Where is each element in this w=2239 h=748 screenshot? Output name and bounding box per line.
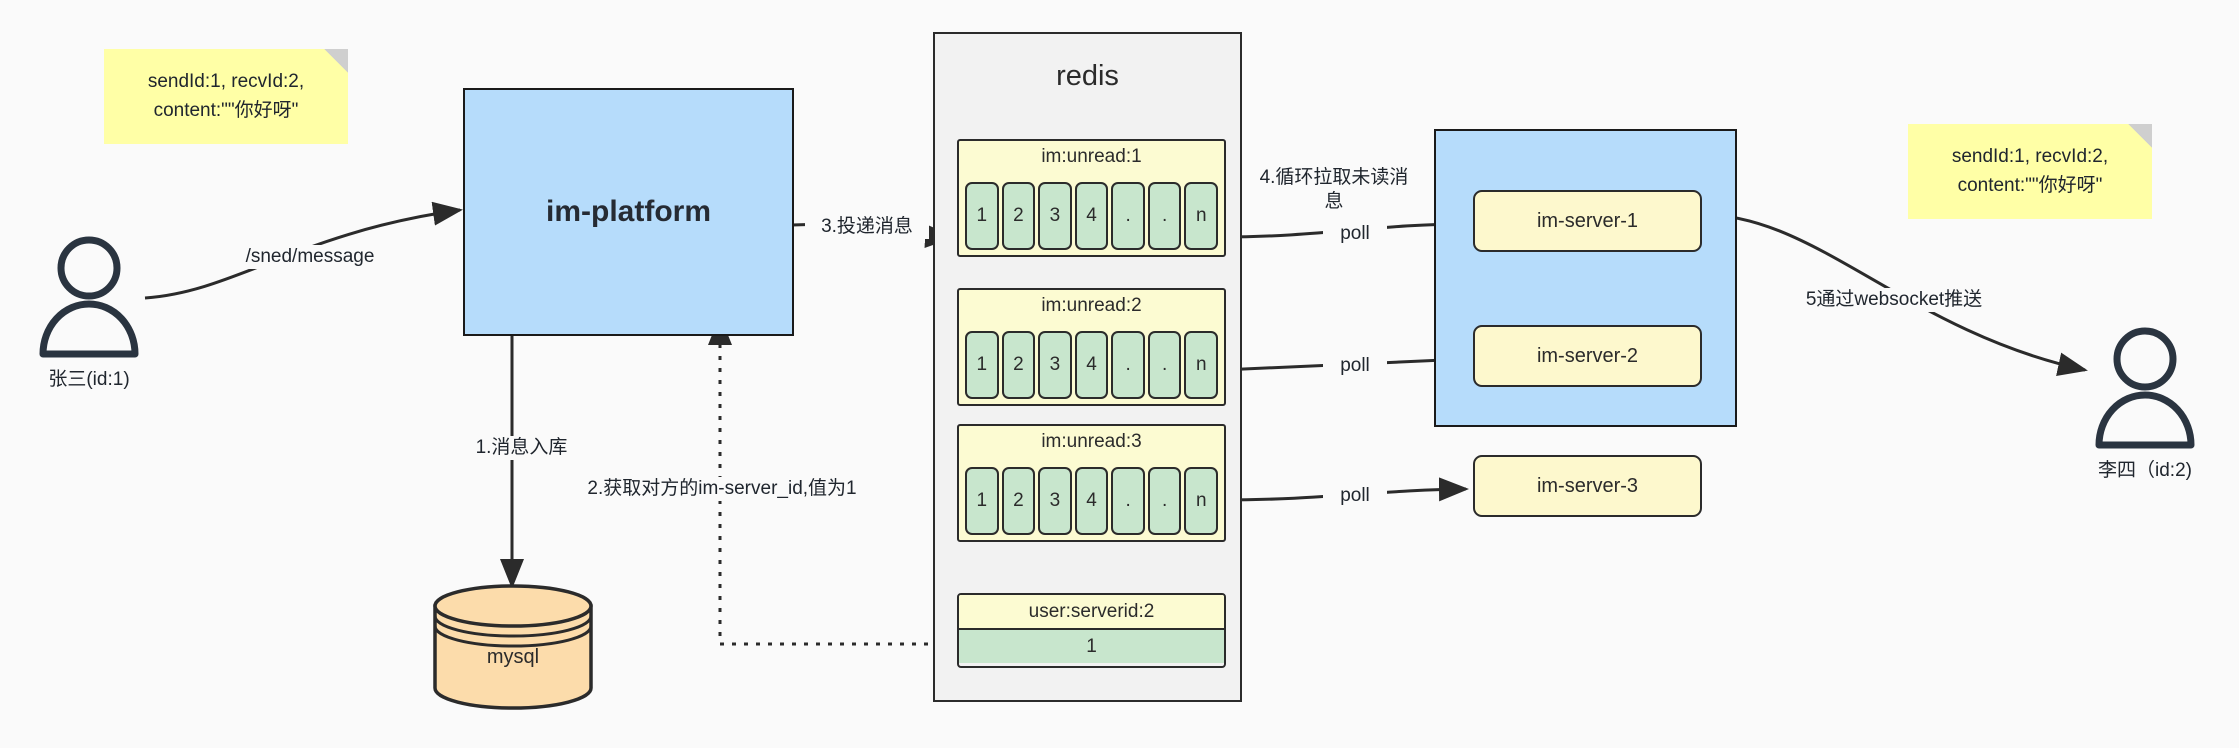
list-cell[interactable]: . bbox=[1147, 467, 1182, 535]
edge-label-step5: 5通过websocket推送 bbox=[1782, 288, 2006, 312]
list-cell[interactable]: 3 bbox=[1038, 331, 1072, 399]
list-cell[interactable]: 2 bbox=[1001, 467, 1036, 535]
im-server-3-label: im-server-3 bbox=[1536, 474, 1639, 497]
list-cell[interactable]: 4 bbox=[1074, 331, 1109, 399]
list-cell[interactable]: . bbox=[1111, 182, 1145, 250]
note-right: sendId:1, recvId:2, content:""你好呀" bbox=[1908, 124, 2152, 219]
sender-label: 张三(id:1) bbox=[48, 369, 130, 390]
list-cell[interactable]: . bbox=[1147, 331, 1182, 399]
im-server-1-card[interactable]: im-server-1 bbox=[1473, 190, 1702, 252]
list-cell[interactable]: 4 bbox=[1074, 467, 1109, 535]
im-platform-label: im-platform bbox=[546, 195, 711, 228]
note-left: sendId:1, recvId:2, content:""你好呀" bbox=[104, 49, 348, 144]
receiver-label: 李四（id:2) bbox=[2098, 460, 2192, 481]
im-platform-box[interactable]: im-platform bbox=[463, 88, 794, 336]
list-cell[interactable]: 1 bbox=[965, 467, 999, 535]
list-cell[interactable]: 2 bbox=[1001, 331, 1036, 399]
note-right-text: sendId:1, recvId:2, content:""你好呀" bbox=[1951, 146, 2109, 196]
edge-label-poll-2: poll bbox=[1323, 354, 1387, 378]
edge-label-send-message: /sned/message bbox=[228, 245, 392, 269]
list-cell[interactable]: . bbox=[1111, 331, 1145, 399]
edge-label-step1: 1.消息入库 bbox=[452, 436, 591, 460]
user-icon bbox=[39, 236, 139, 358]
redis-list-im-unread-3[interactable]: im:unread:3 1 2 3 4 . . n bbox=[957, 424, 1226, 542]
redis-list-im-unread-2[interactable]: im:unread:2 1 2 3 4 . . n bbox=[957, 288, 1226, 406]
list-cells: 1 2 3 4 . . n bbox=[965, 331, 1219, 399]
edge-label-poll-3: poll bbox=[1323, 484, 1387, 508]
avatar-receiver: 李四（id:2) bbox=[2090, 327, 2200, 481]
note-fold-icon bbox=[2128, 124, 2152, 148]
im-server-2-label: im-server-2 bbox=[1536, 344, 1639, 367]
redis-kv-user-serverid[interactable]: user:serverid:2 1 bbox=[957, 593, 1226, 668]
redis-title: redis bbox=[1056, 60, 1119, 92]
list-cell[interactable]: 1 bbox=[965, 331, 999, 399]
list-cell[interactable]: n bbox=[1184, 182, 1219, 250]
list-cell[interactable]: 3 bbox=[1038, 182, 1072, 250]
list-cell[interactable]: . bbox=[1147, 182, 1182, 250]
list-key-label: im:unread:1 bbox=[1041, 146, 1142, 167]
im-server-3-card[interactable]: im-server-3 bbox=[1473, 455, 1702, 517]
list-cells: 1 2 3 4 . . n bbox=[965, 467, 1219, 535]
user-icon bbox=[2095, 327, 2195, 449]
list-cell[interactable]: 2 bbox=[1001, 182, 1036, 250]
kv-key-label: user:serverid:2 bbox=[959, 595, 1224, 630]
avatar-sender: 张三(id:1) bbox=[34, 236, 144, 390]
edge-label-step2: 2.获取对方的im-server_id,值为1 bbox=[570, 477, 874, 501]
edge-label-step4: 4.循环拉取未读消 息 bbox=[1252, 166, 1416, 214]
note-fold-icon bbox=[324, 49, 348, 73]
note-left-text: sendId:1, recvId:2, content:""你好呀" bbox=[147, 71, 305, 121]
list-cell[interactable]: n bbox=[1184, 331, 1219, 399]
list-key-label: im:unread:2 bbox=[1041, 295, 1142, 316]
im-server-1-label: im-server-1 bbox=[1536, 209, 1639, 232]
list-key-label: im:unread:3 bbox=[1041, 431, 1142, 452]
list-cell[interactable]: . bbox=[1111, 467, 1145, 535]
mysql-database[interactable]: mysql bbox=[430, 584, 596, 710]
list-cell[interactable]: 4 bbox=[1074, 182, 1109, 250]
edge-label-step3: 3.投递消息 bbox=[805, 215, 929, 239]
mysql-label: mysql bbox=[486, 646, 540, 668]
list-cell[interactable]: 3 bbox=[1038, 467, 1072, 535]
list-cell[interactable]: 1 bbox=[965, 182, 999, 250]
list-cell[interactable]: n bbox=[1184, 467, 1219, 535]
redis-list-im-unread-1[interactable]: im:unread:1 1 2 3 4 . . n bbox=[957, 139, 1226, 257]
database-cylinder-icon bbox=[433, 584, 593, 710]
kv-value: 1 bbox=[959, 630, 1224, 663]
im-server-2-card[interactable]: im-server-2 bbox=[1473, 325, 1702, 387]
list-cells: 1 2 3 4 . . n bbox=[965, 182, 1219, 250]
edge-label-poll-1: poll bbox=[1323, 222, 1387, 246]
